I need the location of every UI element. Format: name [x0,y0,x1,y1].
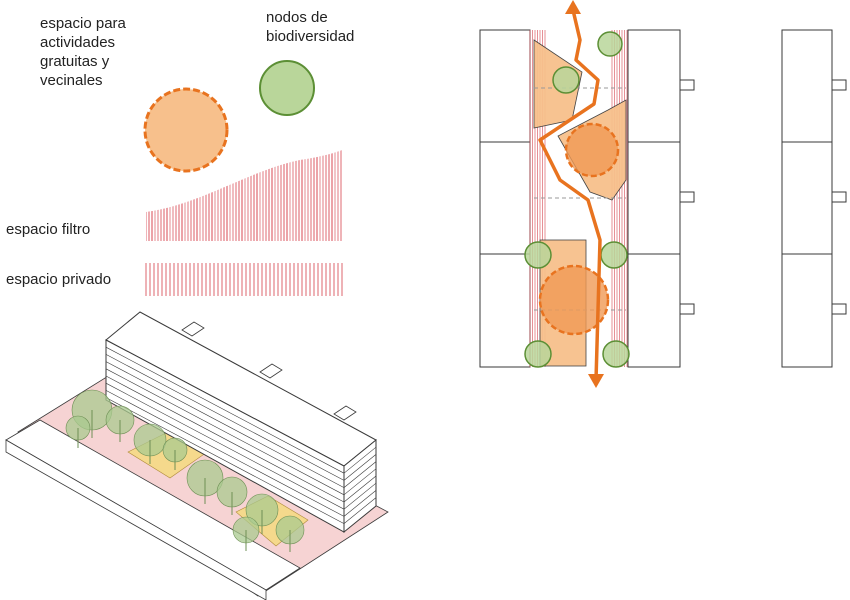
plan-middle-building [627,29,681,368]
axonometric-trees [65,389,305,552]
site-plan [479,0,847,388]
legend-biodiversity-circle [259,60,315,116]
plan-left-building [479,29,531,368]
building-floor-lines [105,346,377,524]
plan-far-right-building [781,29,833,368]
building-end-face [343,438,377,534]
plan-path-arrow-bottom-icon [588,374,604,388]
ground-low-wall-side [5,439,267,600]
plan-activity-circle-1 [564,122,620,178]
legend-label-activities: espacio para actividades gratuitas y vec… [40,15,126,89]
legend-label-biodiversity: nodos de biodiversidad [266,9,355,45]
plan-middle-tab-3 [679,303,695,315]
plan-far-right-tab-2 [831,191,847,203]
plan-path-arrow-top-icon [565,0,581,14]
plan-circulation-path [538,8,602,382]
plan-middle-tab-1 [679,79,695,91]
plan-activity-circle-2 [538,264,610,336]
plan-biodiversity-nodes [524,31,630,368]
plan-far-right-tab-1 [831,79,847,91]
legend-label-filter: espacio filtro [6,221,91,238]
legend-private-hatch [145,263,343,296]
plan-far-right-tab-3 [831,303,847,315]
roof-box-1 [181,321,205,337]
roof-box-3 [333,405,357,421]
legend-activities-circle [143,87,229,173]
legend-label-private: espacio privado [6,271,112,288]
plan-middle-tab-2 [679,191,695,203]
roof-box-2 [259,363,283,379]
axonometric-view [5,311,389,600]
